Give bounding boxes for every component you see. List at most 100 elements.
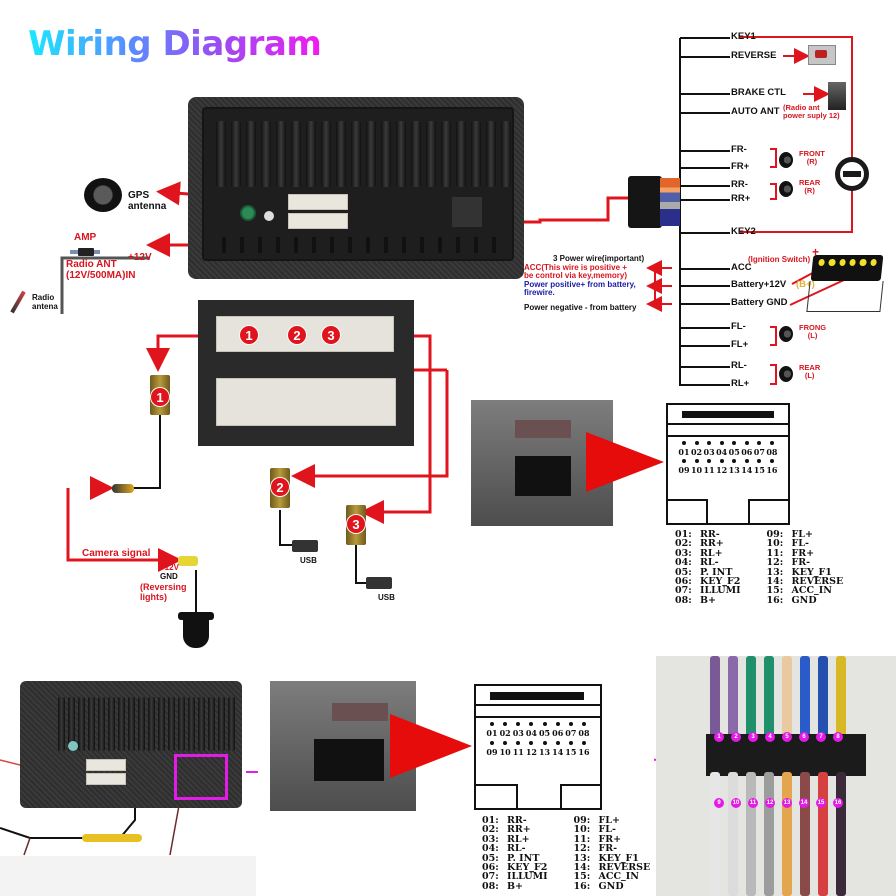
radio-antenna-label: Radio antena [32,293,58,311]
harness-label-reverse: REVERSE [731,50,777,61]
pin-gap [551,844,574,853]
pin-name: B+ [507,880,523,892]
pin-gap [551,835,574,844]
pin-table-row: 02:RR+10:FL- [482,824,653,836]
bottom-left-bg [0,856,256,896]
pin-gap [744,539,767,548]
speaker-side: (R) [804,186,815,195]
pin-table-row: 04:RL-12:FR- [482,843,653,855]
wire-number-badge: 16 [833,798,843,808]
pin-number: 12 [716,459,728,475]
pin-table-row: 08:B+16:GND [675,594,846,606]
wire-number-badge: 4 [765,732,775,742]
pin-number: 06 [741,441,753,457]
pin-name: RR- [507,815,527,826]
ignition-label: (Ignition Switch) [748,255,811,264]
reversing-line2: lights) [140,592,167,602]
harness-label-rl-: RL+ [731,378,750,389]
wire-number-badge: 10 [731,798,741,808]
pin-gap [551,872,574,881]
pin-num: 04: [482,843,499,855]
pin-num: 07: [482,871,499,883]
pin-num: 08: [482,880,499,892]
pin-gap [551,854,574,863]
wire-top [710,656,720,746]
harness-wire-line [680,384,730,386]
pin-gap [744,596,767,605]
wire-number-badge: 11 [748,798,758,808]
pin-num: 02: [482,824,499,836]
pin-number: 09 [678,459,690,475]
rca-plug-icon [112,484,134,493]
radio-ant-label: Radio ANT (12V/500MA)IN [66,259,135,281]
pin-name: P. INT [507,852,540,864]
pin-name: KEY_F2 [700,576,741,588]
pin-name: FR- [791,557,811,569]
positive-note-line2: firewire. [524,288,555,297]
plus12v-label: +12V [128,252,152,263]
radio-ant-line2: (12V/500MA)IN [66,270,136,281]
highlight-box [174,754,228,800]
pin-table-row: 04:RL-12:FR- [675,557,846,569]
pin-num: 09: [573,815,591,826]
wire-top [746,656,756,746]
pin-name: ACC_IN [598,871,639,883]
power-heading: 3 Power wire(important) [553,254,645,263]
pin-name: FR+ [791,547,815,559]
pin-name: REVERSE [598,862,651,874]
pin-number: 03 [512,722,524,738]
pin-name: ACC_IN [791,585,832,597]
pin-number: 07 [753,441,765,457]
gps-antenna-icon [84,178,122,212]
pin-number: 13 [539,741,551,757]
wire-bottom [818,772,828,896]
speaker-icon [779,326,793,342]
wire-number-badge: 3 [748,732,758,742]
pin-num: 10: [573,824,591,836]
radio-antenna-line2: antena [32,302,58,311]
pin-num: 01: [482,815,499,826]
pin-name: RR- [700,529,720,540]
pin-number: 05 [728,441,740,457]
pin-num: 02: [675,538,692,550]
harness-label-auto-ant: AUTO ANT [731,106,780,117]
connector-badge-2: 2 [288,326,306,344]
pin-gap [744,568,767,577]
pin-name: RL- [507,843,526,855]
pin-number: 15 [565,741,577,757]
pin-gap [744,577,767,586]
pin-number: 14 [552,741,564,757]
speaker-label: FRONG(L) [799,324,826,340]
pin-name: FR- [598,843,618,855]
harness-label-rr-: RR+ [731,193,751,204]
pin-num: 08: [675,594,692,606]
plug-icon [86,759,126,771]
harness-wire-line [680,303,730,305]
harness-label-fr-: FR+ [731,161,750,172]
pin-number: 11 [512,741,524,757]
harness-label-battery-12v: Battery+12V [731,279,787,290]
speaker-name: REAR [799,178,821,187]
pin-gap [551,816,574,825]
harness-label-key2: KEY2 [731,226,756,237]
pin-num: 15: [573,871,591,883]
wire-bottom [800,772,810,896]
pin-name: P. INT [700,566,733,578]
pin-num: 04: [675,557,692,569]
pin-name: KEY_F1 [791,566,832,578]
pin-num: 16: [573,880,591,892]
pin-number: 16 [578,741,590,757]
harness-label-fl-: FL- [731,321,746,332]
usb-label-3: USB [378,593,395,602]
pin-num: 16: [766,594,784,606]
wire-number-badge: 2 [731,732,741,742]
pin-num: 13: [766,566,784,578]
pin-number: 13 [728,459,740,475]
harness-label-battery-gnd: Battery GND [731,297,788,308]
steering-wheel-icon [835,157,869,191]
